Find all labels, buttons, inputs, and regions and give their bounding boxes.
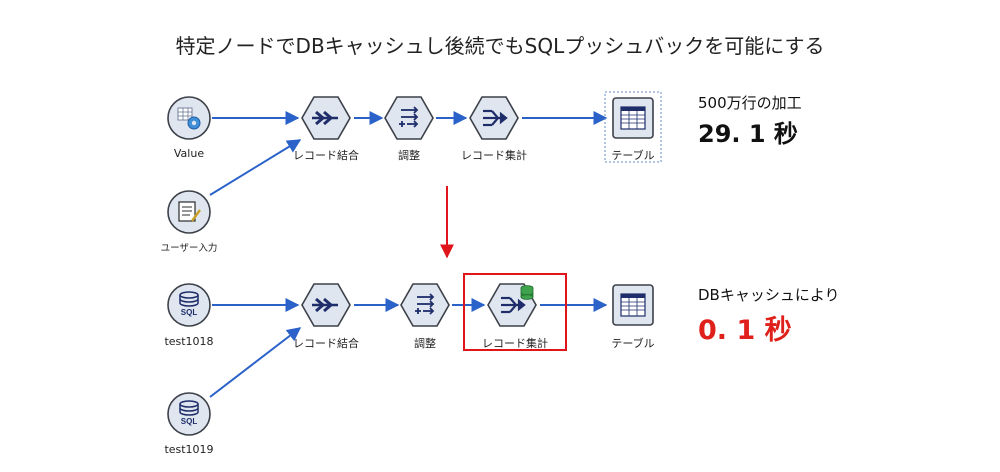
merge-chevron-icon xyxy=(312,297,338,313)
top-caption: 500万行の加工 xyxy=(698,94,802,112)
merge-chevron-icon xyxy=(312,110,338,126)
database-icon xyxy=(179,291,199,307)
db-cache-icon xyxy=(520,285,534,300)
table-grid-icon xyxy=(620,293,646,317)
table-grid-icon xyxy=(620,106,646,130)
merge-node-label: レコード結合 xyxy=(293,149,359,162)
sql-badge-text: SQL xyxy=(181,417,198,426)
table-node[interactable] xyxy=(604,91,662,163)
top-time: 29. 1 秒 xyxy=(698,120,798,148)
sql-source-1-label: test1018 xyxy=(164,335,214,348)
adjust-node-2-label: 調整 xyxy=(414,337,436,350)
aggregate-node-label: レコード集計 xyxy=(461,149,527,162)
merge-node-2[interactable] xyxy=(301,283,351,327)
adjust-arrows-icon xyxy=(415,293,435,315)
bottom-time: 0. 1 秒 xyxy=(698,315,792,346)
user-input-node[interactable] xyxy=(167,190,211,234)
table-node-2-label: テーブル xyxy=(611,337,655,350)
user-input-form-icon xyxy=(178,201,201,222)
connector-input-to-merge xyxy=(209,139,302,196)
adjust-node-2[interactable] xyxy=(400,283,450,327)
database-icon xyxy=(179,400,199,416)
adjust-node[interactable] xyxy=(384,96,434,140)
table-node-2[interactable] xyxy=(612,284,654,326)
user-input-node-label: ユーザー入力 xyxy=(160,243,218,254)
merge-node-2-label: レコード結合 xyxy=(293,337,359,350)
page-title: 特定ノードでDBキャッシュし後続でもSQLプッシュバックを可能にする xyxy=(175,34,825,58)
bottom-caption: DBキャッシュにより xyxy=(698,286,840,304)
value-node[interactable] xyxy=(167,96,211,140)
sql-source-node-1[interactable]: SQL xyxy=(167,283,211,327)
bottom-connectors xyxy=(209,298,608,398)
value-node-label: Value xyxy=(173,147,205,160)
sql-badge-text: SQL xyxy=(181,308,198,317)
adjust-arrows-icon xyxy=(399,106,419,128)
connector-sql2-to-merge xyxy=(209,327,302,398)
aggregate-node-2-label: レコード集計 xyxy=(482,337,548,350)
merge-node[interactable] xyxy=(301,96,351,140)
sql-source-2-label: test1019 xyxy=(164,443,214,456)
aggregate-node[interactable] xyxy=(469,96,519,140)
value-grid-gear-icon xyxy=(177,107,201,130)
aggregate-funnel-icon xyxy=(483,109,508,127)
table-node-label: テーブル xyxy=(611,149,655,162)
highlight-box xyxy=(463,273,567,351)
aggregate-node-2[interactable] xyxy=(487,283,537,327)
adjust-node-label: 調整 xyxy=(398,149,420,162)
top-connectors xyxy=(209,111,608,196)
sql-source-node-2[interactable]: SQL xyxy=(167,392,211,436)
aggregate-funnel-icon xyxy=(501,296,526,314)
